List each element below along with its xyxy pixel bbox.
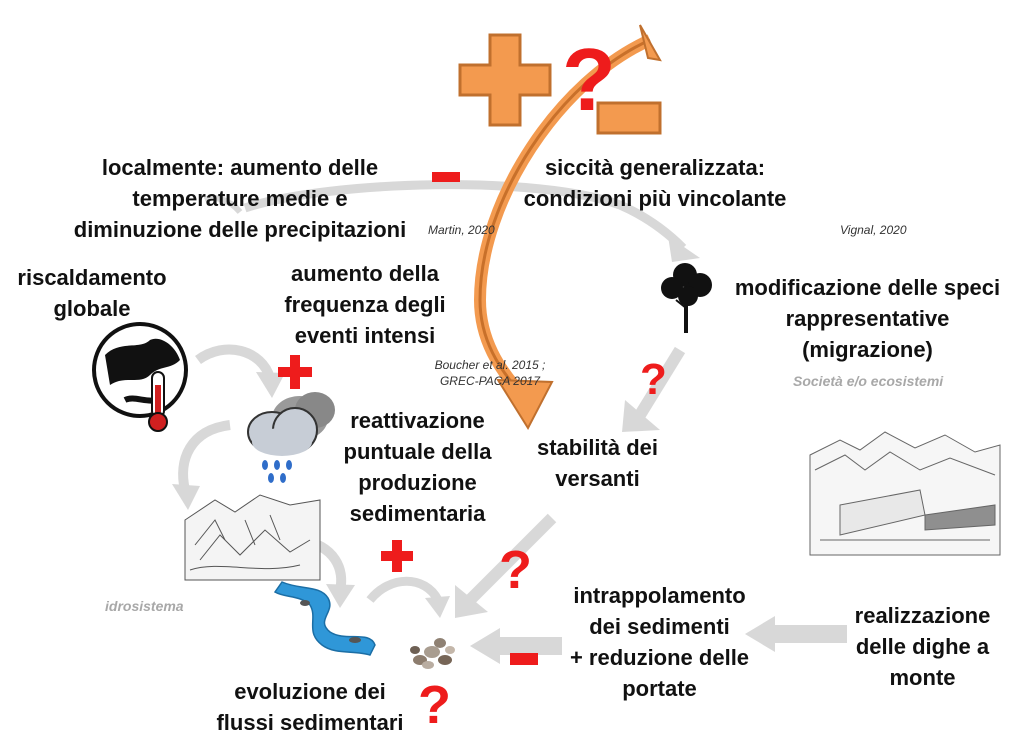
arrow-head-drought — [668, 236, 700, 262]
citation-martin: Martin, 2020 — [428, 223, 495, 237]
category-society: Società e/o ecosistemi — [793, 373, 944, 389]
dam-illustration — [809, 431, 1001, 556]
citation-boucher: Boucher et al. 2015 ; GREC-PACA 2017 — [434, 358, 546, 388]
red-plus-sediment — [381, 540, 413, 572]
arrow-globe-to-cloud — [195, 344, 275, 380]
question-mark-species: ? — [640, 355, 667, 404]
red-minus-top — [432, 172, 460, 182]
globe-thermometer-icon — [92, 322, 188, 432]
orange-minus-symbol — [596, 101, 662, 135]
label-dams: realizzazione delle dighe a monte — [854, 603, 991, 690]
label-local-climate: localmente: aumento delle temperature me… — [73, 155, 407, 242]
orange-plus-symbol — [458, 33, 552, 127]
red-minus-bottom — [510, 653, 538, 665]
big-arrow-head — [496, 378, 554, 431]
label-slope-stability: stabilità dei versanti — [536, 435, 659, 491]
arrow-globe-to-hydro — [178, 420, 231, 492]
label-extreme-events: aumento della frequenza degli eventi int… — [284, 261, 446, 348]
curved-arrow-drought — [243, 180, 687, 252]
label-sediment-trapping: intrappolamento dei sedimenti + reduzion… — [569, 583, 750, 701]
hydrosystem-illustration — [184, 494, 321, 581]
label-sediment-reactivation: reattivazione puntuale della produzione … — [343, 408, 492, 526]
arrow-dams-to-trapping — [775, 625, 847, 643]
label-global-warming: riscaldamento globale — [17, 265, 167, 321]
question-mark-slope: ? — [499, 540, 532, 600]
tree-icon — [661, 263, 712, 333]
label-species-change: modificazione delle speci rappresentativ… — [734, 275, 1001, 362]
arrow-species-to-slope — [634, 346, 686, 419]
rain-cloud-icon — [247, 392, 335, 483]
question-mark-flux: ? — [418, 675, 451, 735]
label-drought: siccità generalizzata: condizioni più vi… — [523, 155, 787, 211]
question-mark-top: ? — [562, 30, 616, 129]
red-plus-events — [278, 355, 312, 389]
category-hydrosystem: idrosistema — [105, 598, 184, 614]
sediment-pile-icon — [410, 638, 455, 669]
citation-vignal: Vignal, 2020 — [840, 223, 907, 237]
label-sediment-flux: evoluzione dei flussi sedimentari — [216, 679, 404, 735]
arrow-slope-to-flux — [465, 513, 557, 605]
river-illustration — [273, 581, 376, 656]
arrow-trapping-to-flux — [500, 637, 562, 655]
